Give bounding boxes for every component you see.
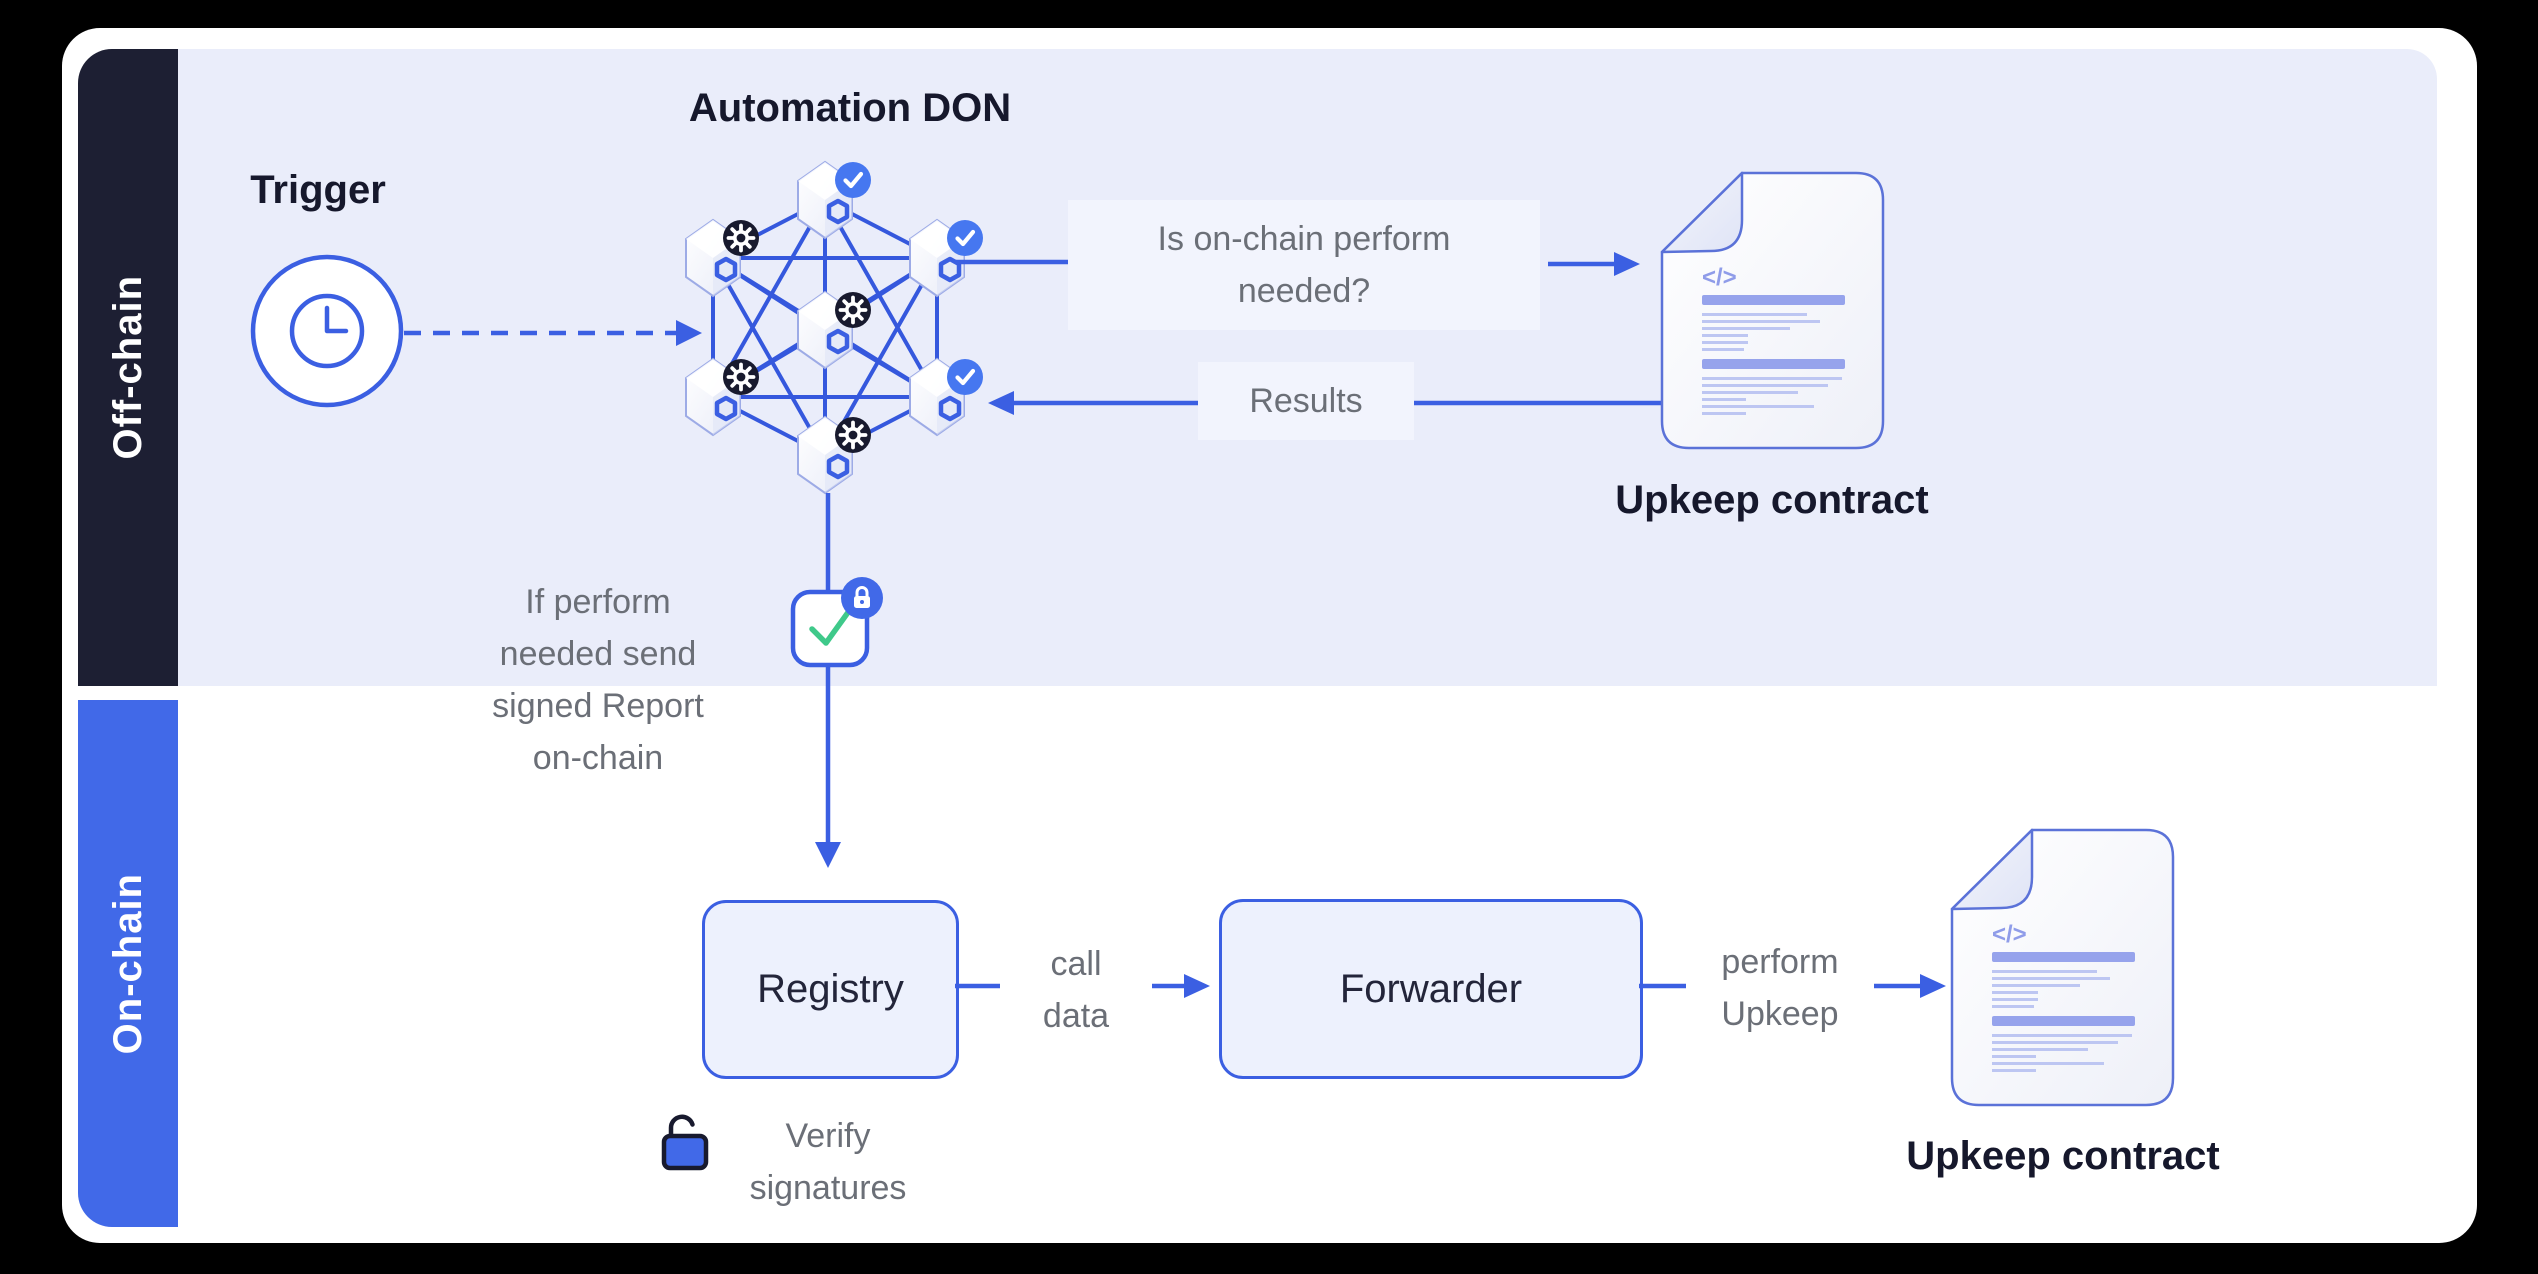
offchain-sidebar-label: Off-chain xyxy=(105,275,150,460)
perform-upkeep-line-2: Upkeep xyxy=(1721,995,1839,1033)
onchain-sidebar-label: On-chain xyxy=(105,872,150,1055)
registry-box: Registry xyxy=(702,900,959,1079)
perform-upkeep-line-1: perform xyxy=(1721,943,1839,981)
forwarder-box: Forwarder xyxy=(1219,899,1643,1079)
report-note-line-2: needed send xyxy=(499,635,697,673)
results-label: Results xyxy=(1249,382,1363,420)
report-note-line-1: If perform xyxy=(525,583,671,621)
results-note: Results xyxy=(1198,362,1414,440)
upkeep-contract-label-offchain: Upkeep contract xyxy=(1615,478,1929,522)
call-data-note: call data xyxy=(1043,938,1109,1042)
question-line-1: Is on-chain perform xyxy=(1157,220,1451,258)
verify-line-2: signatures xyxy=(749,1169,907,1207)
verify-signatures-note: Verify signatures xyxy=(750,1110,907,1214)
registry-label: Registry xyxy=(757,967,904,1011)
report-note-line-4: on-chain xyxy=(532,739,664,777)
verify-line-1: Verify xyxy=(785,1117,871,1155)
question-note: Is on-chain perform needed? xyxy=(1068,200,1540,330)
call-data-line-2: data xyxy=(1042,997,1110,1035)
upkeep-contract-label-onchain: Upkeep contract xyxy=(1906,1134,2220,1178)
forwarder-label: Forwarder xyxy=(1339,966,1523,1011)
onchain-sidebar: On-chain xyxy=(78,700,178,1227)
call-data-line-1: call xyxy=(1050,945,1102,983)
report-note: If perform needed send signed Report on-… xyxy=(492,576,704,784)
report-note-line-3: signed Report xyxy=(492,687,704,725)
automation-don-title: Automation DON xyxy=(688,86,1012,130)
offchain-sidebar: Off-chain xyxy=(78,49,178,686)
trigger-label: Trigger xyxy=(250,168,386,212)
perform-upkeep-note: perform Upkeep xyxy=(1721,936,1838,1040)
question-line-2: needed? xyxy=(1237,272,1371,310)
